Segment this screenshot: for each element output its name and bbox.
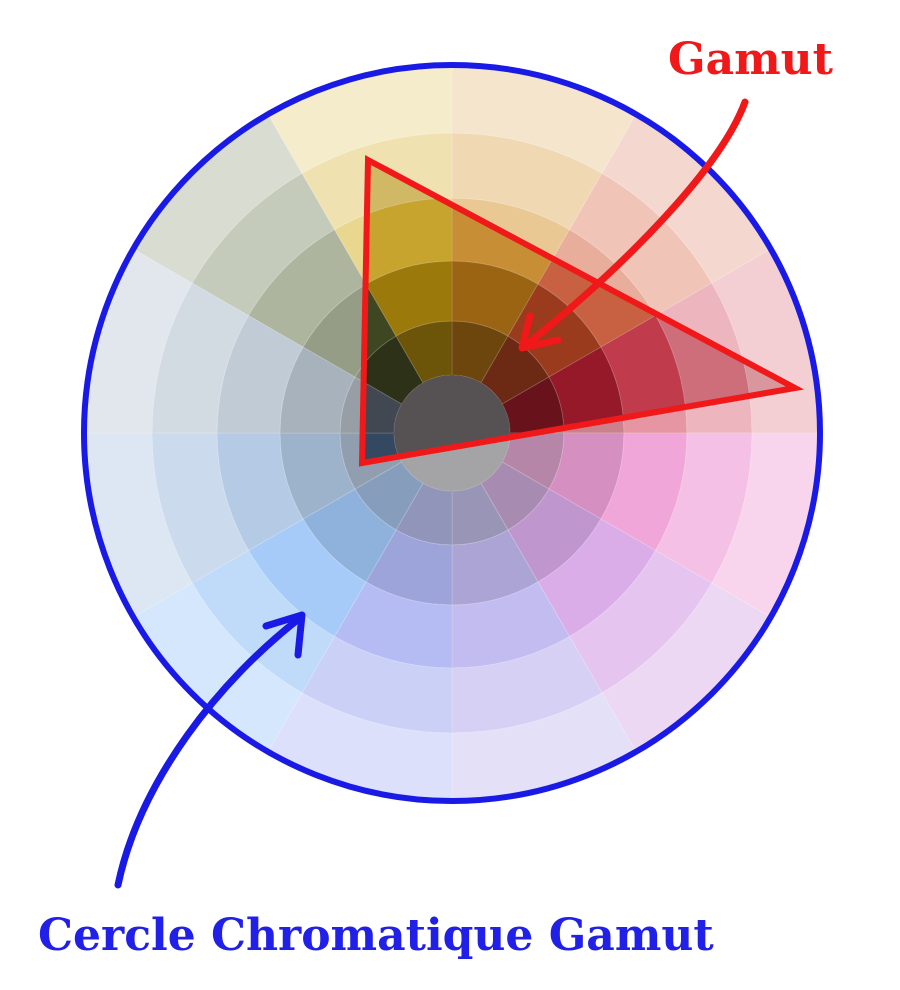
wheel-segment	[247, 228, 367, 348]
wheel-segment	[451, 132, 603, 231]
title-label: Cercle Chromatique Gamut	[38, 910, 714, 961]
gamut-label: Gamut	[668, 34, 833, 85]
gamut-triangle	[358, 155, 805, 467]
wheel-segment	[301, 132, 453, 231]
wheel-segment	[302, 488, 397, 583]
title-arrow	[114, 614, 304, 889]
wheel-segment	[654, 432, 753, 584]
wheel-segment	[507, 488, 602, 583]
wheel-segment	[301, 635, 453, 734]
title-arrowhead-icon	[262, 611, 306, 659]
wheel-segment	[537, 518, 657, 638]
gamut-arrow	[521, 98, 749, 350]
wheel-outline	[81, 62, 823, 804]
gamut-arrowhead-icon	[518, 312, 562, 352]
center-disk	[394, 375, 510, 491]
wheel-segment	[151, 282, 250, 434]
